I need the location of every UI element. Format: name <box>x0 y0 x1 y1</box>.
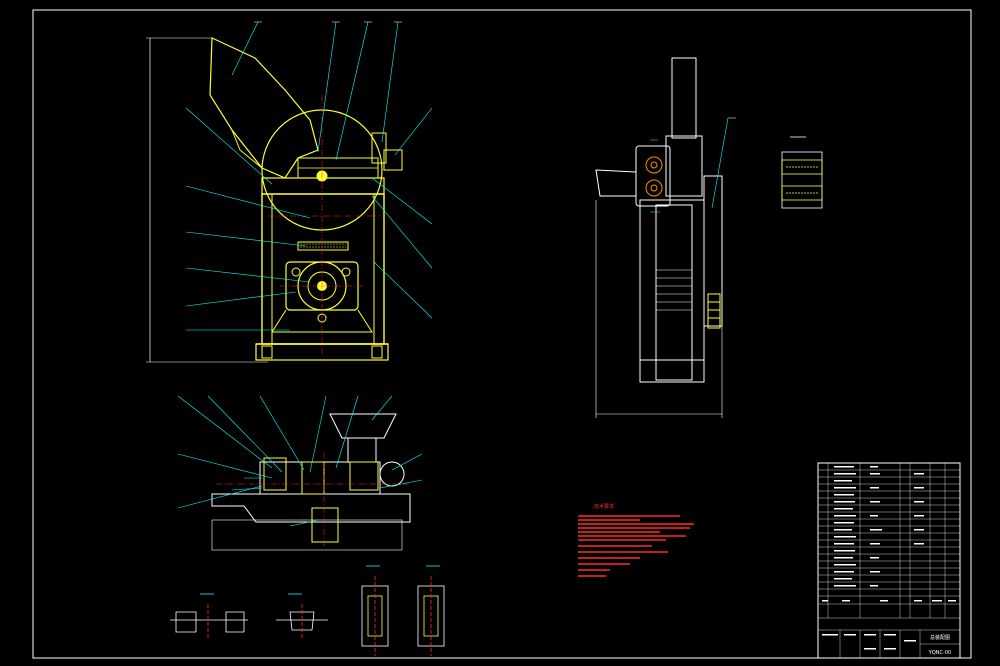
drawing-name: 总装配图 <box>930 634 950 641</box>
drawing-border <box>32 9 972 659</box>
title-block: 总装配图 YQNC-00 <box>817 462 961 659</box>
plan-section-view <box>177 395 423 551</box>
detail-view-a <box>781 136 823 209</box>
technical-requirements: 技术要求 <box>578 503 694 577</box>
section-details <box>170 565 445 656</box>
tech-requirements-heading: 技术要求 <box>594 503 614 510</box>
front-view <box>146 21 433 363</box>
drawing-code: YQNC-00 <box>928 650 951 656</box>
side-view <box>595 57 736 418</box>
